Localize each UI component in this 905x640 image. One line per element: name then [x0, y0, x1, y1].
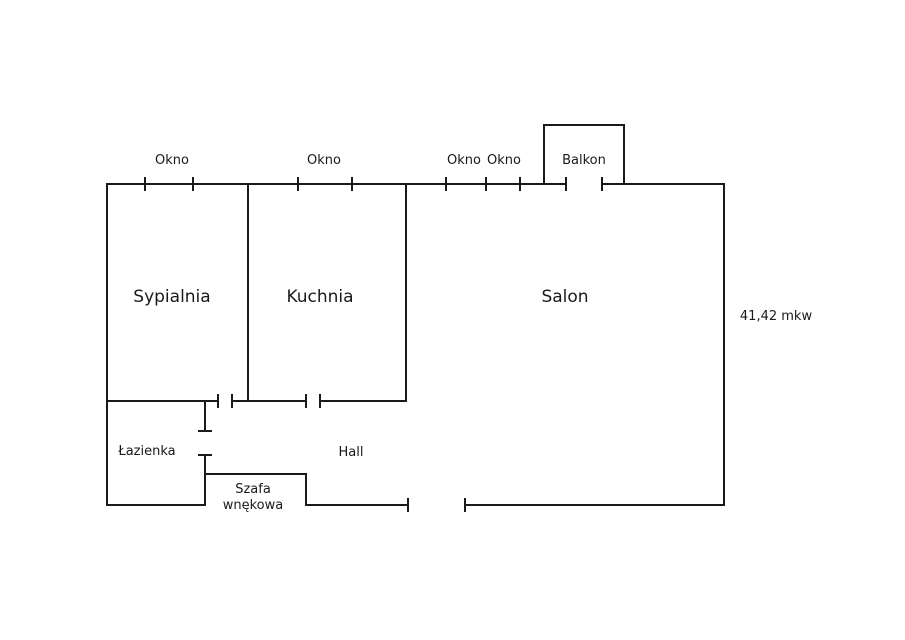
window-label-salon-2: Okno	[487, 153, 521, 168]
room-label-hall: Hall	[339, 445, 364, 460]
room-label-bathroom: Łazienka	[117, 444, 175, 459]
wardrobe-label-line1: Szafa	[235, 482, 271, 497]
area-label: 41,42 mkw	[740, 309, 813, 324]
window-label-salon-1: Okno	[447, 153, 481, 168]
wardrobe-label-line2: wnękowa	[223, 498, 284, 513]
window-label-kitchen: Okno	[307, 153, 341, 168]
opening-ticks	[144, 177, 603, 512]
balcony-label: Balkon	[562, 153, 606, 168]
window-label-bedroom: Okno	[155, 153, 189, 168]
room-label-bedroom: Sypialnia	[133, 287, 210, 307]
room-label-kitchen: Kuchnia	[286, 287, 353, 307]
walls	[106, 124, 725, 506]
room-label-salon: Salon	[541, 287, 588, 307]
